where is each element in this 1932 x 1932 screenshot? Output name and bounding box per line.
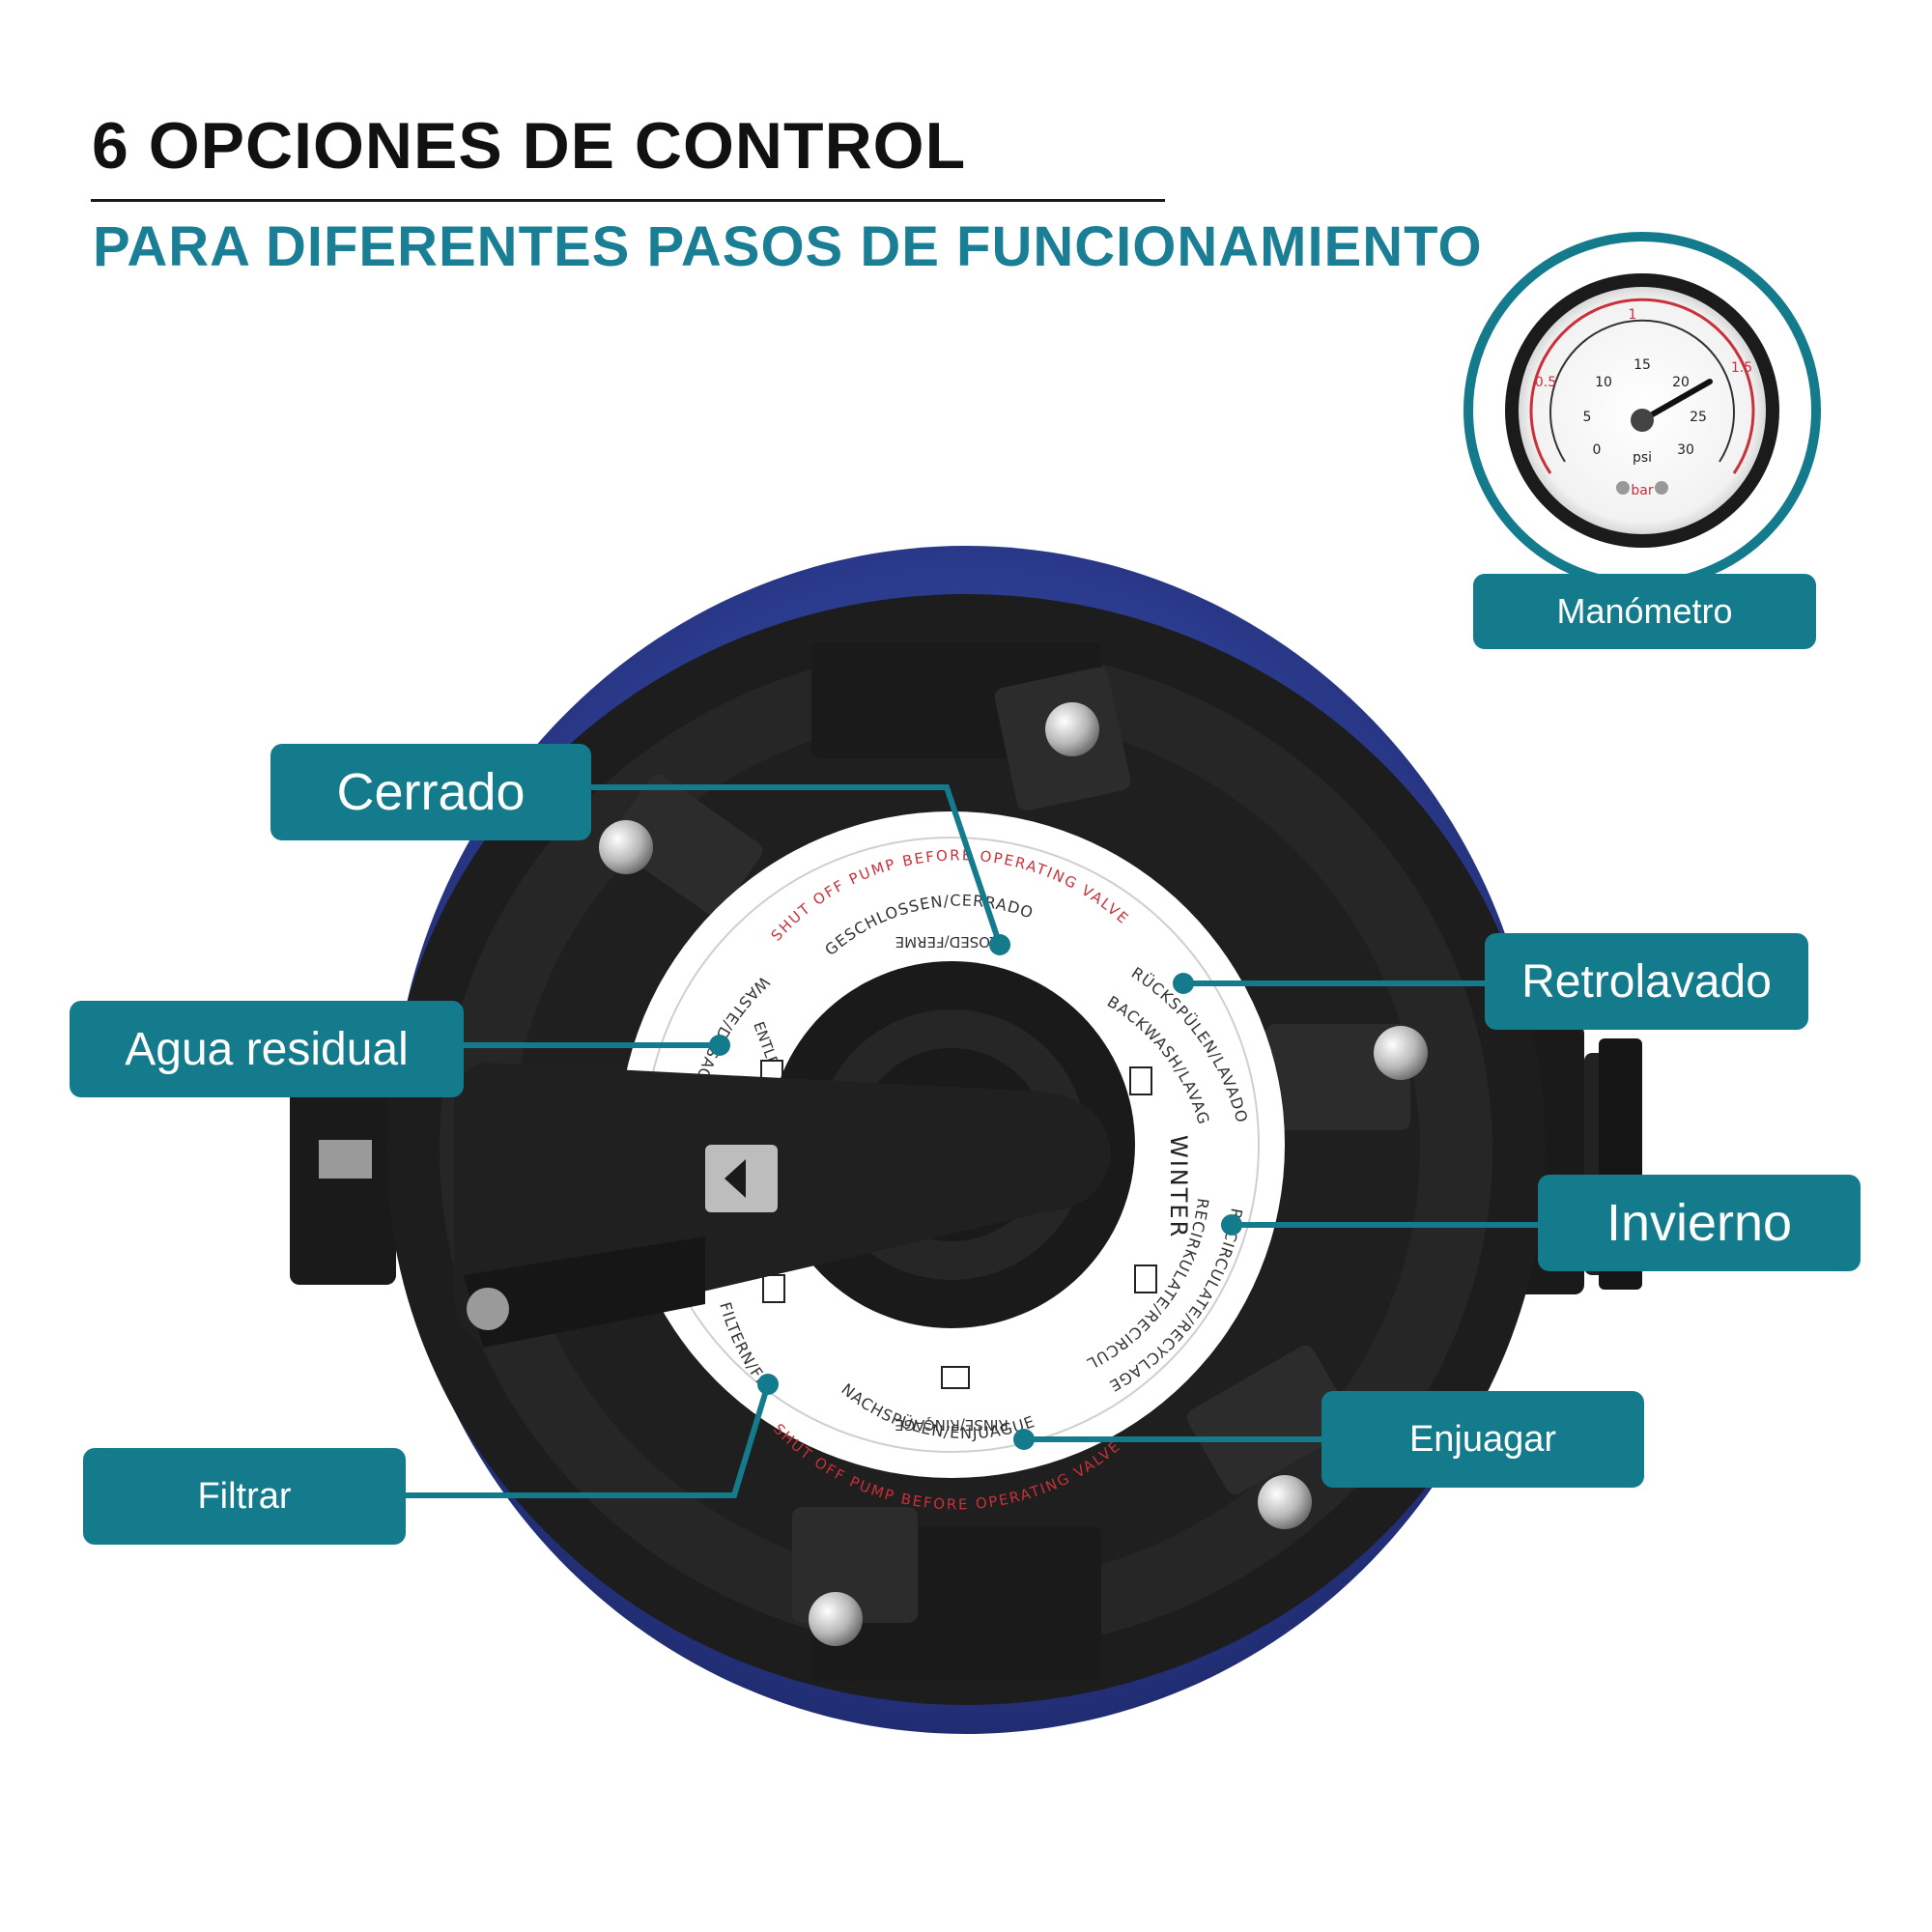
gauge-psi-ticks: 0 5 10 15 20 25 30 xyxy=(1583,357,1707,458)
gauge-psi-unit: psi xyxy=(1633,450,1652,466)
gauge-bar-unit: bar xyxy=(1631,483,1653,498)
svg-text:10: 10 xyxy=(1595,375,1612,390)
svg-text:25: 25 xyxy=(1690,410,1707,425)
svg-text:5: 5 xyxy=(1583,410,1592,425)
label-invierno: Invierno xyxy=(1538,1175,1861,1271)
leader-lines xyxy=(406,784,1541,1498)
svg-text:1: 1 xyxy=(1629,307,1637,323)
label-cerrado: Cerrado xyxy=(270,744,591,840)
bolt-lower-right xyxy=(1258,1475,1312,1529)
left-bolt-rod xyxy=(319,1140,372,1179)
page-subtitle: PARA DIFERENTES PASOS DE FUNCIONAMIENTO xyxy=(93,215,1483,278)
label-retrolavado: Retrolavado xyxy=(1485,933,1808,1030)
dial-closed-text2: CLOSED/FERME xyxy=(895,933,1009,951)
bolt-bottom xyxy=(809,1592,863,1646)
leader-filtrar xyxy=(406,1383,771,1498)
svg-text:15: 15 xyxy=(1634,357,1651,373)
svg-text:0: 0 xyxy=(1593,442,1602,458)
bolt-right xyxy=(1374,1026,1428,1080)
label-manometro: Manómetro xyxy=(1473,574,1816,649)
svg-text:0.5: 0.5 xyxy=(1535,375,1556,390)
svg-text:30: 30 xyxy=(1677,442,1694,458)
page-title: 6 OPCIONES DE CONTROL xyxy=(92,109,967,183)
label-enjuagar: Enjuagar xyxy=(1321,1391,1644,1488)
gauge-bar-ticks: 0.5 1 1.5 xyxy=(1535,307,1752,390)
leader-dots xyxy=(709,934,1242,1450)
bolt-upper-left xyxy=(599,820,653,874)
dial-winter-text: WINTER xyxy=(1165,1135,1192,1238)
bolt-top xyxy=(1045,702,1099,756)
svg-text:1.5: 1.5 xyxy=(1731,360,1752,376)
valve-handle xyxy=(454,1063,1111,1348)
label-agua-residual: Agua residual xyxy=(70,1001,464,1097)
label-filtrar: Filtrar xyxy=(83,1448,406,1545)
title-divider xyxy=(91,199,1165,202)
leader-cerrado xyxy=(589,784,1003,946)
bolts xyxy=(599,702,1428,1646)
dial-rinse-text2: RINSE/RINÇAGE xyxy=(895,1416,1009,1434)
svg-text:20: 20 xyxy=(1672,375,1690,390)
gauge-needle xyxy=(1639,379,1713,423)
